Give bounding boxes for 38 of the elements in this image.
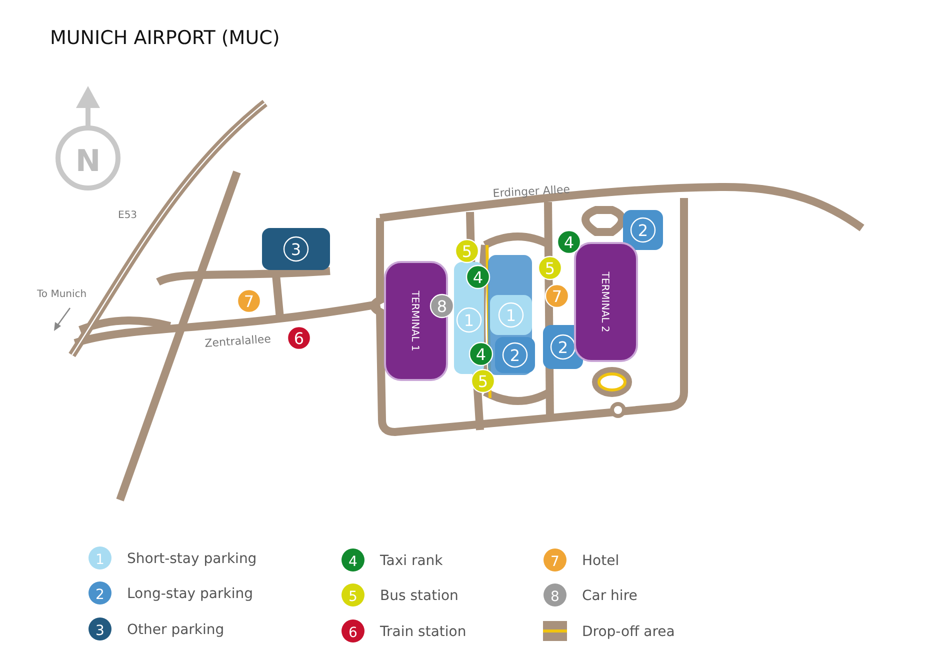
place-label: To Munich — [37, 289, 87, 300]
legend-text: Drop-off area — [582, 624, 675, 640]
number-marker: 4 — [466, 264, 490, 290]
number-marker: 7 — [236, 288, 262, 314]
legend-text: Car hire — [582, 588, 638, 604]
road-name: Erdinger Allee — [492, 182, 570, 200]
number-marker: 7 — [544, 284, 570, 308]
number-marker: 4 — [468, 342, 494, 366]
legend-text: Train station — [380, 624, 466, 640]
parking-area: 3 — [262, 228, 330, 270]
legend-text: Hotel — [582, 553, 620, 569]
legend-number: 1 — [96, 552, 104, 568]
legend-number: 3 — [96, 623, 104, 639]
legend-text: Short-stay parking — [127, 551, 257, 567]
parking-area: 2 — [623, 210, 663, 250]
legend-number: 7 — [550, 554, 560, 570]
legend-number: 6 — [348, 625, 358, 641]
parking-area: 2 — [495, 337, 535, 373]
number-marker: 5 — [454, 238, 480, 264]
terminal-building: TERMINAL 2 — [574, 242, 638, 362]
number-marker: 8 — [430, 294, 454, 318]
number-marker: 6 — [286, 326, 312, 350]
number-marker: 5 — [470, 368, 496, 394]
legend-text: Bus station — [380, 588, 458, 604]
legend-text: Other parking — [127, 622, 224, 638]
legend-number: 5 — [348, 589, 358, 605]
road-name: E53 — [118, 210, 138, 221]
legend-number: 2 — [96, 587, 104, 603]
compass-letter: N — [75, 144, 101, 179]
parking-area: 1 — [490, 295, 532, 335]
legend-number: 8 — [550, 589, 560, 605]
map-title: MUNICH AIRPORT (MUC) — [50, 27, 280, 49]
legend-text: Long-stay parking — [127, 586, 254, 602]
legend-text: Taxi rank — [380, 553, 443, 569]
number-marker: 5 — [538, 256, 562, 280]
road-name: Zentralallee — [204, 332, 272, 350]
legend-number: 4 — [348, 554, 358, 570]
number-marker: 4 — [556, 230, 582, 254]
